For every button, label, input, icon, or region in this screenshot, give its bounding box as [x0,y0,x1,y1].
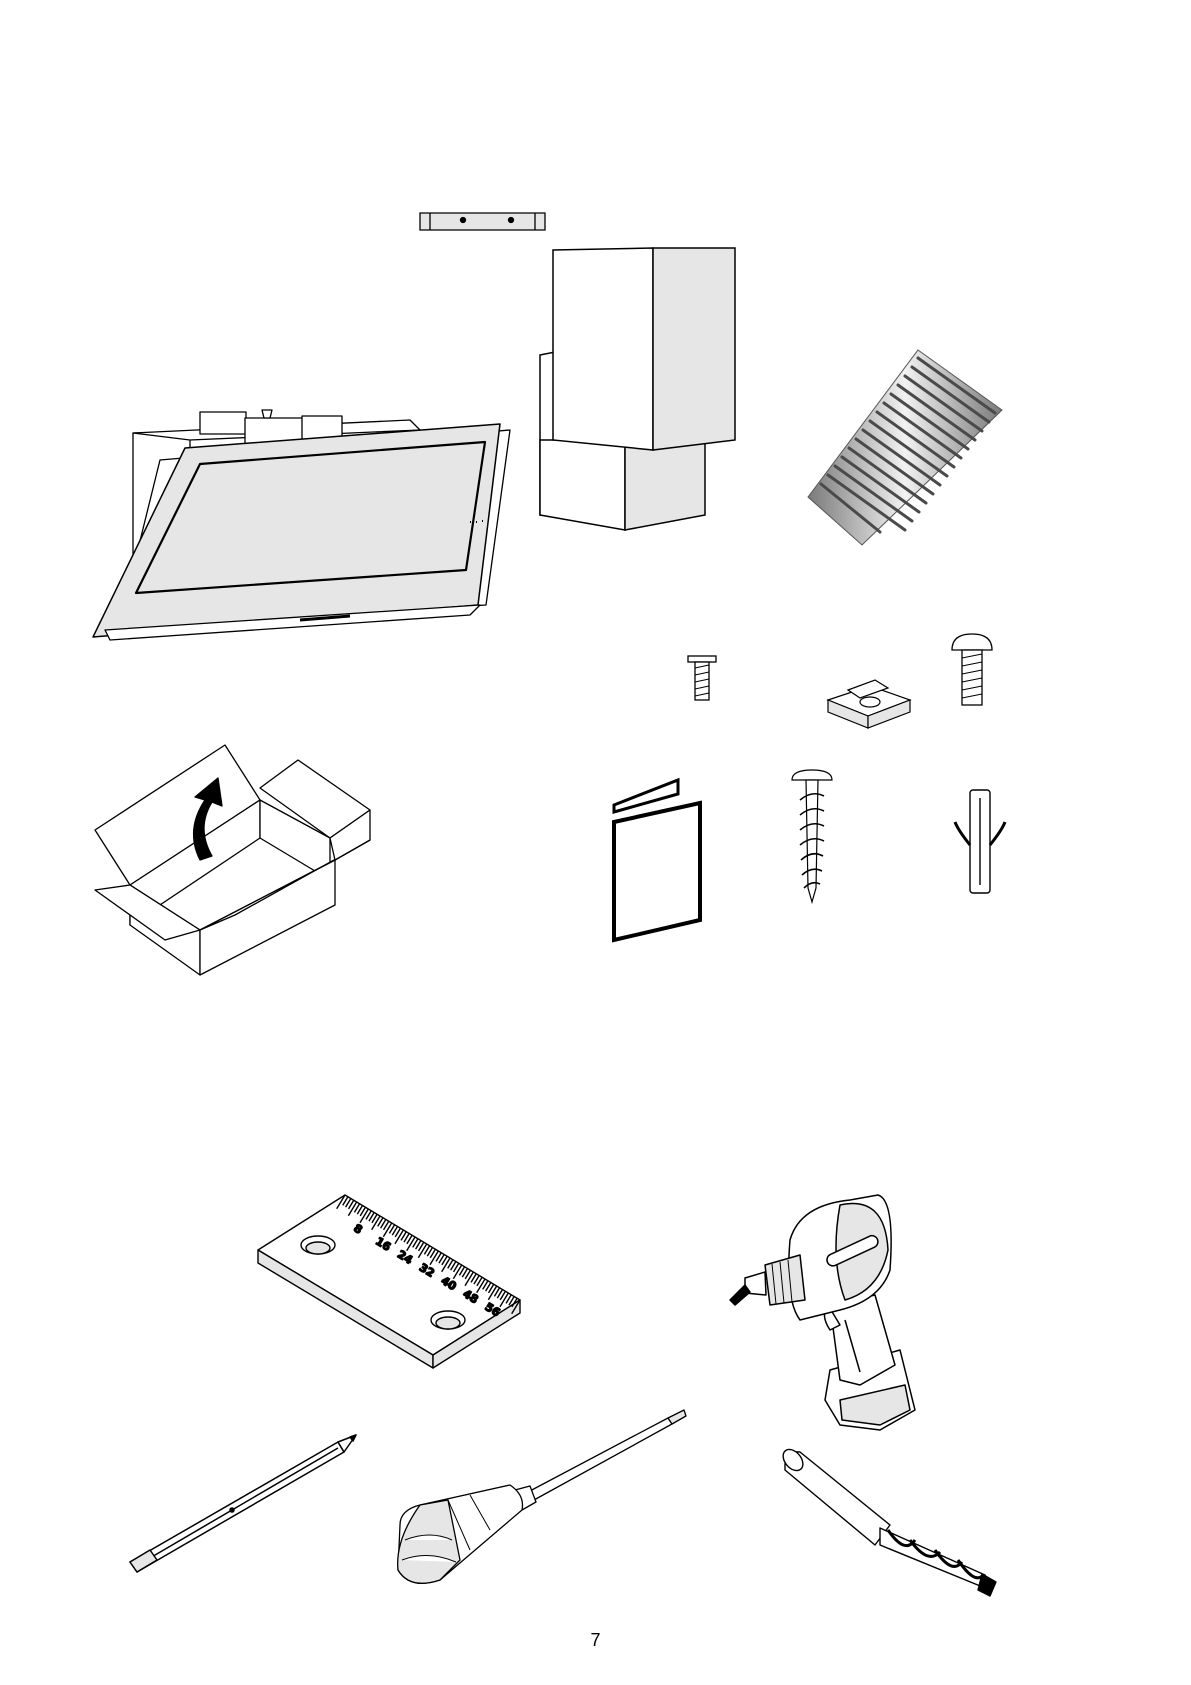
flexible-duct-icon [808,350,1002,545]
screwdriver-icon [398,1410,686,1583]
round-head-screw-icon [952,634,992,705]
wall-bracket-icon [420,213,545,230]
manual-booklet-icon [614,780,700,940]
hood-icon [93,410,510,640]
chimney-upper-cover-icon [553,248,735,450]
drill-bit-icon [779,1446,996,1596]
page-number: 7 [0,1630,1191,1651]
open-box-icon [95,745,370,975]
fixing-clip-icon [828,680,910,728]
wood-screw-icon [792,770,832,902]
pencil-icon [130,1435,356,1572]
cordless-drill-icon [730,1195,915,1430]
wall-plug-icon [955,790,1005,893]
short-screw-icon [688,656,716,700]
